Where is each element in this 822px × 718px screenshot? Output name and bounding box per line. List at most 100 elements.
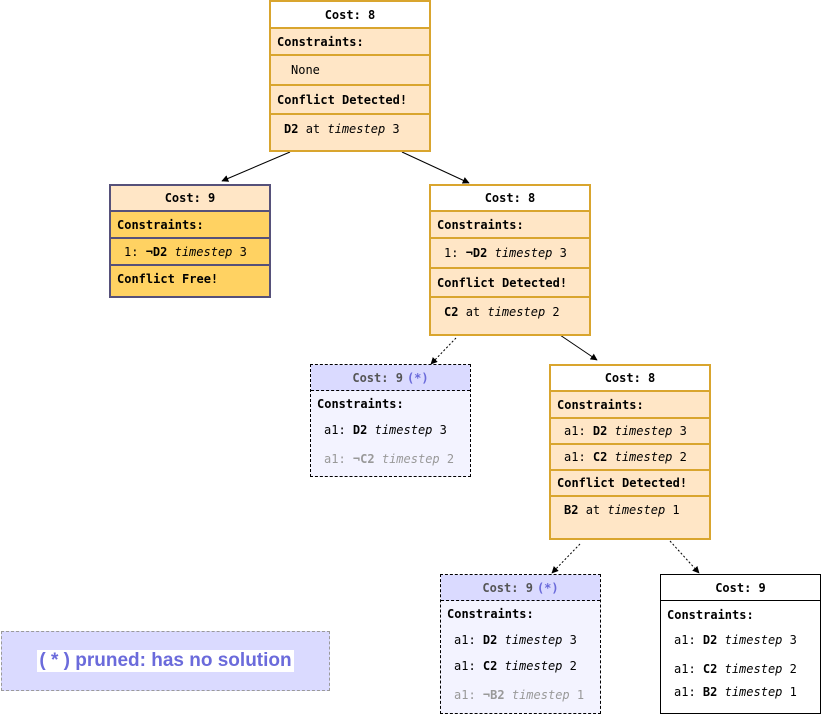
timestep-text: timestep — [614, 424, 673, 438]
timestep-text: timestep — [724, 662, 783, 676]
right-conflict-label: Conflict Detected! — [551, 471, 709, 497]
pruned2-constraint-2: a1: C2 timestep 2 — [441, 653, 600, 679]
right-constraints-label: Constraints: — [551, 392, 709, 419]
left-cost: Cost: 9 — [111, 186, 269, 212]
root-constraints-label: Constraints: — [271, 29, 429, 56]
timestep-text: timestep — [494, 246, 553, 260]
at-text: at — [305, 121, 321, 136]
constraint-prefix: a1: — [564, 424, 586, 438]
pruned2-cost: Cost: 9(*) — [441, 575, 600, 601]
solution-constraint-3: a1: B2 timestep 1 — [661, 679, 820, 705]
constraint-agent: ¬B2 — [482, 688, 505, 702]
constraint-prefix: a1: — [324, 423, 346, 437]
pruned1-constraint-2: a1: ¬C2 timestep 2 — [311, 445, 470, 473]
timestep-value: 3 — [679, 424, 687, 438]
constraint-prefix: a1: — [674, 685, 696, 699]
solution-constraints-label: Constraints: — [667, 607, 754, 622]
timestep-value: 2 — [552, 304, 560, 319]
at-text: at — [465, 304, 481, 319]
constraint-prefix: a1: — [674, 633, 696, 647]
mid-constraint: 1: ¬D2 timestep 3 — [431, 239, 589, 269]
constraint-prefix: a1: — [454, 633, 476, 647]
pruned2-constraint-3: a1: ¬B2 timestep 1 — [441, 681, 600, 709]
timestep-text: timestep — [724, 685, 783, 699]
solution-cost: Cost: 9 — [661, 575, 820, 601]
pruned-node-1: Cost: 9(*) Constraints: a1: D2 timestep … — [310, 364, 471, 477]
timestep-value: 2 — [679, 450, 687, 464]
conflict-agent: B2 — [564, 503, 579, 517]
constraint-prefix: a1: — [324, 452, 346, 466]
root-cost: Cost: 8 — [271, 2, 429, 29]
constraint-agent: D2 — [702, 633, 718, 647]
timestep-text: timestep — [174, 244, 233, 259]
timestep-text: timestep — [511, 688, 570, 702]
timestep-value: 1 — [672, 503, 680, 517]
left-node: Cost: 9 Constraints: 1: ¬D2 timestep 3 C… — [109, 184, 271, 298]
at-text: at — [585, 503, 601, 517]
edge-right-pruned2 — [551, 543, 581, 574]
left-constraint: 1: ¬D2 timestep 3 — [111, 239, 269, 266]
timestep-value: 2 — [789, 662, 797, 676]
root-node: Cost: 8 Constraints: None Conflict Detec… — [269, 0, 431, 152]
pruned2-constraints-label: Constraints: — [447, 607, 534, 621]
timestep-text: timestep — [724, 633, 783, 647]
constraint-agent: ¬D2 — [465, 246, 488, 260]
constraint-agent: D2 — [352, 423, 368, 437]
constraint-prefix: 1: — [124, 244, 139, 259]
constraint-agent: C2 — [592, 450, 608, 464]
root-constraint: None — [271, 56, 429, 86]
solution-constraint-2: a1: C2 timestep 2 — [661, 656, 820, 682]
left-status: Conflict Free! — [117, 272, 219, 286]
timestep-value: 3 — [392, 121, 400, 136]
left-constraints-label: Constraints: — [111, 212, 269, 239]
right-constraint-1: a1: D2 timestep 3 — [551, 419, 709, 445]
timestep-value: 3 — [789, 633, 797, 647]
right-conflict: B2 at timestep 1 — [551, 497, 709, 523]
constraint-prefix: a1: — [564, 450, 586, 464]
constraint-agent: B2 — [702, 685, 718, 699]
timestep-value: 2 — [569, 659, 577, 673]
timestep-text: timestep — [607, 503, 666, 517]
timestep-value: 3 — [559, 246, 567, 260]
constraint-prefix: a1: — [454, 659, 476, 673]
constraint-agent: C2 — [702, 662, 718, 676]
solution-constraint-1: a1: D2 timestep 3 — [661, 627, 820, 653]
timestep-text: timestep — [614, 450, 673, 464]
mid-constraints-label: Constraints: — [431, 212, 589, 239]
timestep-text: timestep — [327, 121, 386, 136]
constraint-agent: D2 — [482, 633, 498, 647]
timestep-text: timestep — [504, 659, 563, 673]
timestep-text: timestep — [504, 633, 563, 647]
pruned1-constraints-label: Constraints: — [317, 397, 404, 411]
right-constraint-2: a1: C2 timestep 2 — [551, 445, 709, 471]
edge-mid-right — [559, 334, 598, 361]
constraint-prefix: 1: — [444, 246, 459, 260]
constraint-agent: C2 — [482, 659, 498, 673]
timestep-value: 2 — [446, 452, 455, 466]
conflict-agent: D2 — [284, 121, 299, 136]
constraint-agent: ¬C2 — [352, 452, 375, 466]
constraint-agent: ¬D2 — [145, 244, 168, 259]
constraint-prefix: a1: — [674, 662, 696, 676]
edge-root-mid — [401, 151, 470, 184]
edge-mid-pruned1 — [430, 337, 457, 365]
pruned-mark: (*) — [536, 580, 559, 595]
right-node: Cost: 8 Constraints: a1: D2 timestep 3 a… — [549, 364, 711, 540]
right-cost: Cost: 8 — [551, 366, 709, 392]
constraint-agent: D2 — [592, 424, 608, 438]
timestep-text: timestep — [487, 304, 546, 319]
mid-node: Cost: 8 Constraints: 1: ¬D2 timestep 3 C… — [429, 184, 591, 336]
edge-right-solution — [669, 540, 700, 574]
timestep-text: timestep — [381, 452, 440, 466]
mid-conflict-label: Conflict Detected! — [431, 269, 589, 298]
timestep-value: 1 — [789, 685, 797, 699]
timestep-value: 1 — [576, 688, 585, 702]
timestep-value: 3 — [569, 633, 577, 647]
cost-text: Cost: 9 — [352, 370, 403, 385]
legend: ( * ) pruned: has no solution — [1, 631, 330, 691]
constraint-prefix: a1: — [454, 688, 476, 702]
pruned1-cost: Cost: 9(*) — [311, 365, 470, 391]
solution-node: Cost: 9 Constraints: a1: D2 timestep 3 a… — [660, 574, 821, 714]
pruned1-constraint-1: a1: D2 timestep 3 — [311, 417, 470, 443]
pruned-mark: (*) — [406, 370, 429, 385]
